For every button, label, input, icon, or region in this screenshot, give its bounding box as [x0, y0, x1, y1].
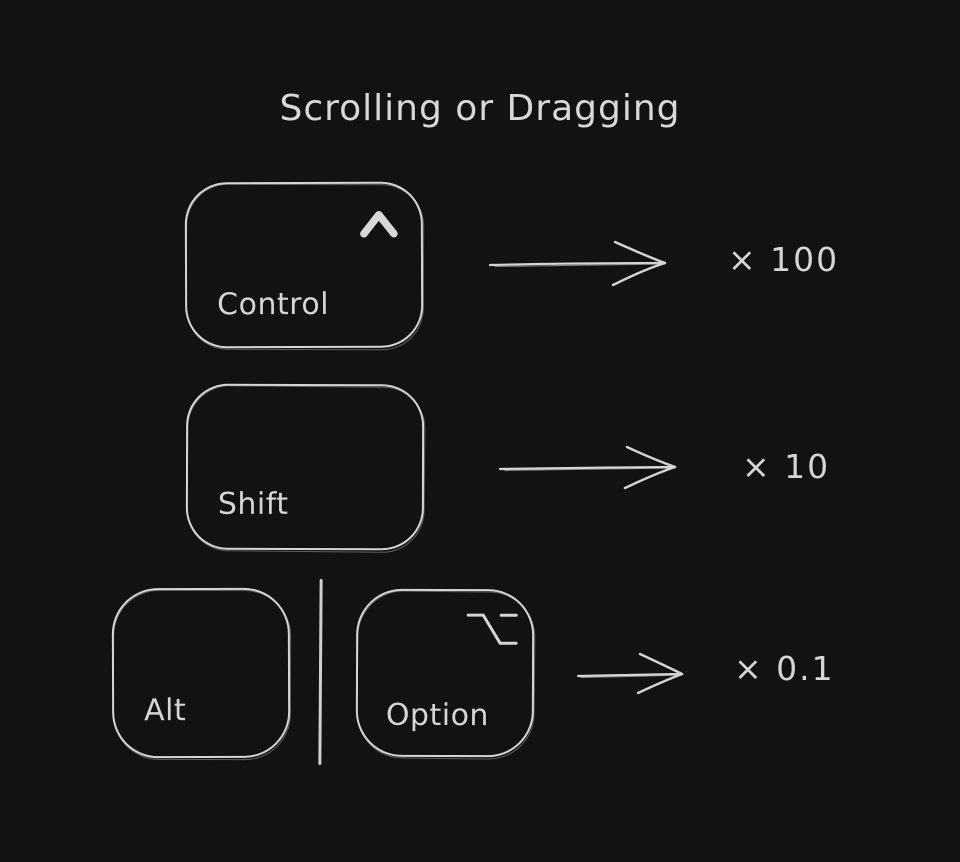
key-label-alt: Alt [144, 693, 187, 729]
key-label-option: Option [385, 697, 490, 734]
multiplier-x10: × 10 [742, 447, 831, 486]
control-caret-icon [360, 210, 398, 238]
alt-option-divider [318, 578, 323, 766]
multiplier-x100: × 100 [728, 240, 840, 279]
diagram-title: Scrolling or Dragging [279, 88, 681, 129]
arrow-right-icon [576, 652, 684, 695]
arrow-right-icon [488, 240, 667, 287]
option-icon [466, 613, 518, 645]
key-label-control: Control [217, 286, 330, 323]
multiplier-x0-1: × 0.1 [734, 649, 835, 688]
key-alt: Alt [111, 587, 291, 759]
key-control: Control [184, 181, 424, 349]
key-shift: Shift [185, 383, 425, 551]
arrow-right-icon [498, 445, 677, 490]
key-label-shift: Shift [217, 486, 289, 522]
key-option: Option [355, 588, 535, 758]
